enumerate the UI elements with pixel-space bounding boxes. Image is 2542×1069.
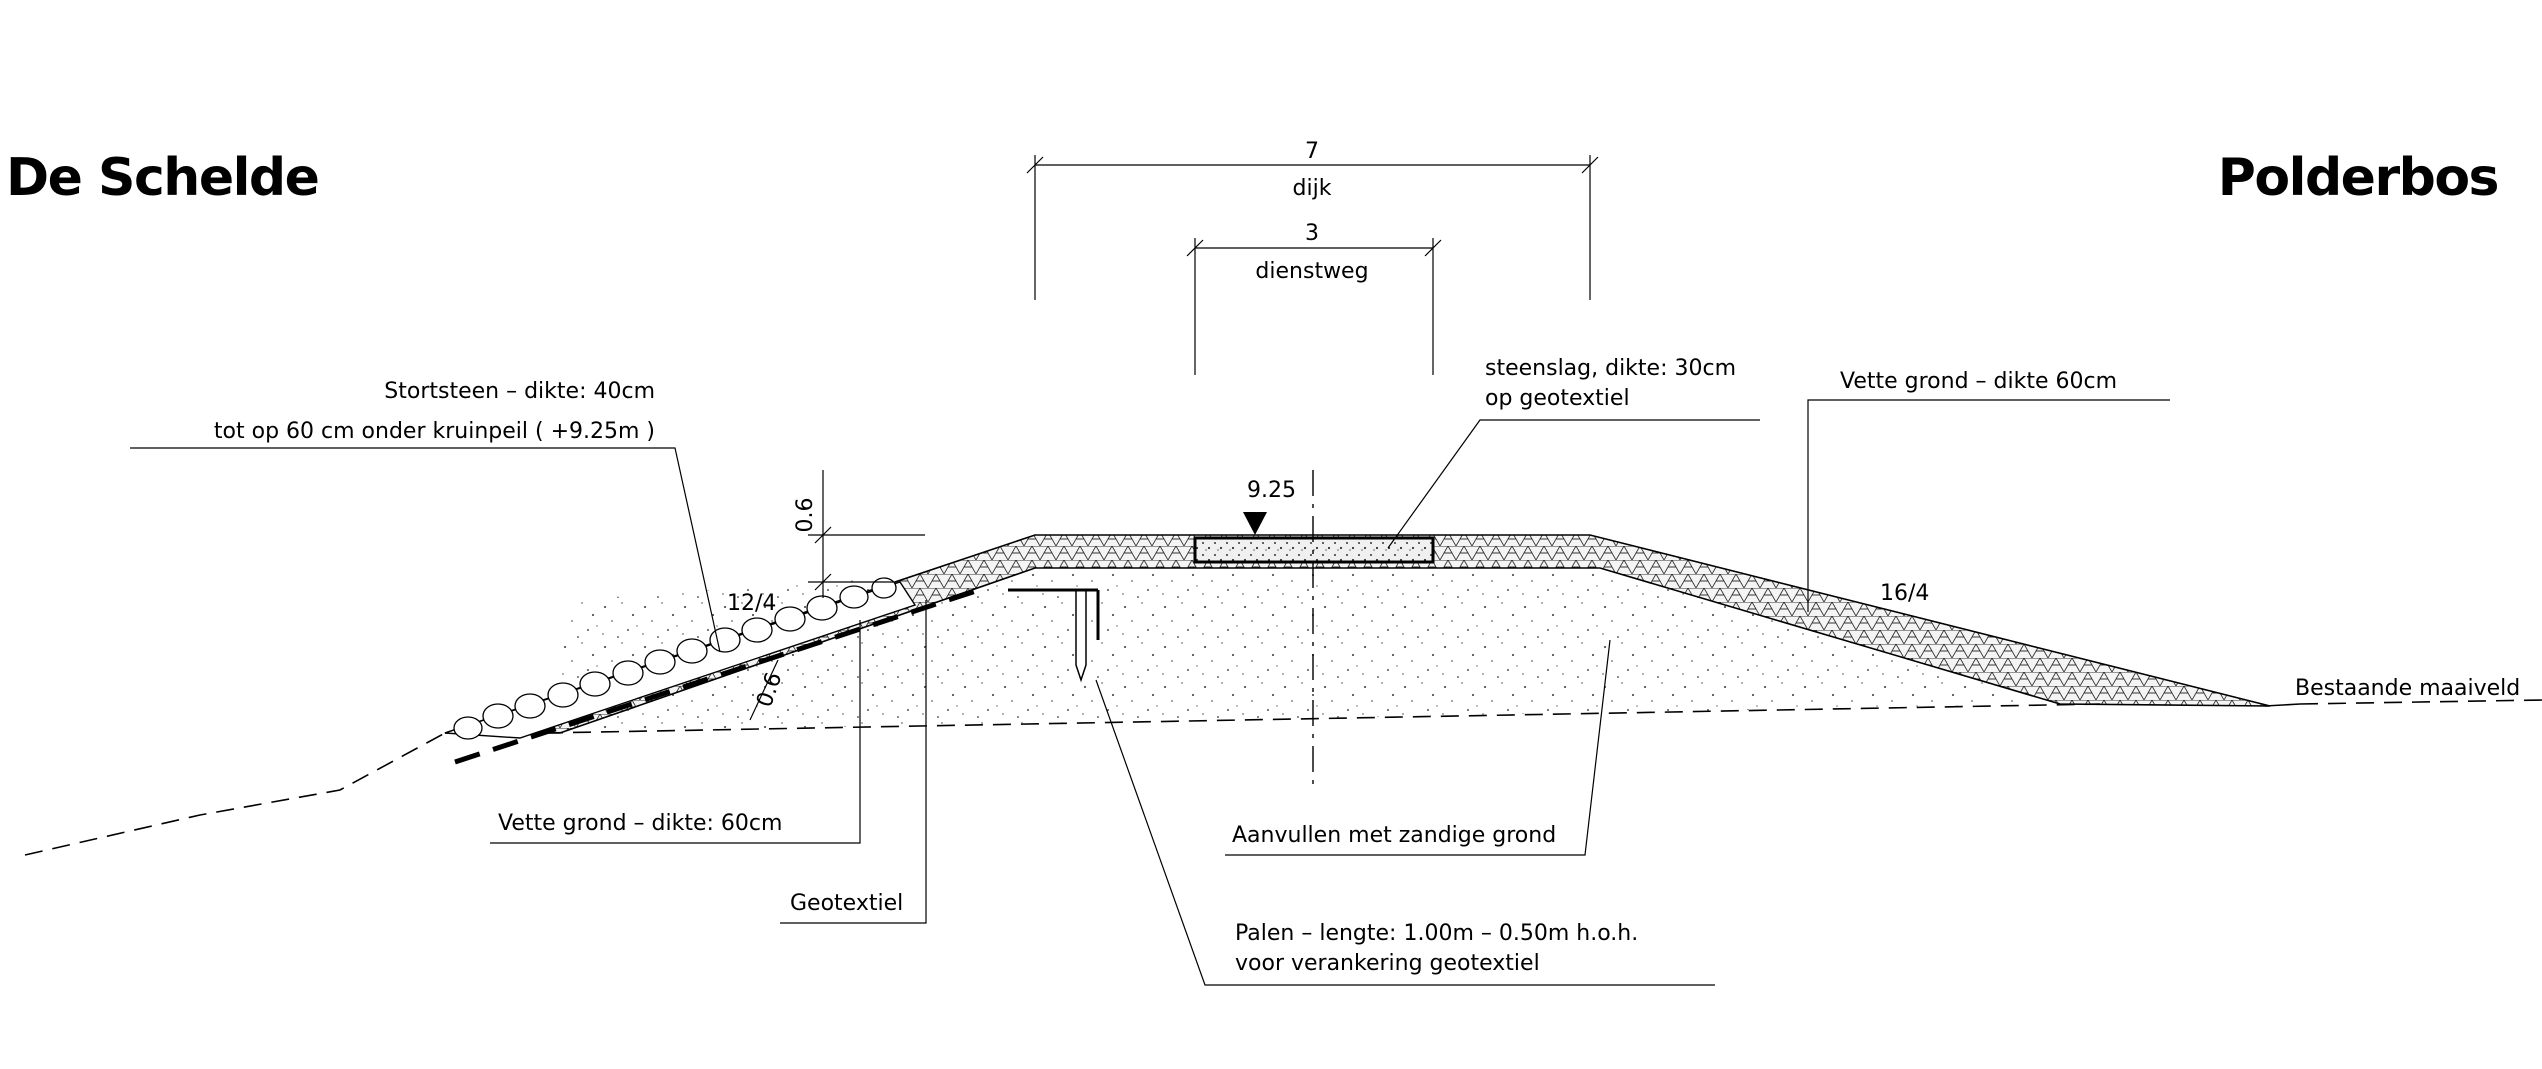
dim-geotextile-offset-line [749,659,779,721]
riprap-leader [130,447,721,653]
gravel-label-line1: steenslag, dikte: 30cm [1485,356,1736,381]
dim-dike-label: dijk [1293,176,1332,201]
dim-layer-height-value: 0.6 [793,498,818,533]
slope-left: 12/4 [727,591,776,616]
dim-layer-height-ticks [814,526,832,591]
pile-geotextile-piece [1008,588,1100,640]
piles-label-line1: Palen – lengte: 1.00m – 0.50m h.o.h. [1235,921,1638,946]
elevation-triangle [1243,512,1267,535]
existing-ground-label: Bestaande maaiveld [2295,676,2520,701]
fat-soil-left-label: Vette grond – dikte: 60cm [498,811,782,836]
dim-road-ticks [1186,239,1442,257]
dim-road-label: dienstweg [1255,259,1368,284]
right-side-title: Polderbos [2217,148,2500,208]
fat-soil-right-leader [1807,399,2170,612]
dim-road-line [1194,238,1434,375]
geotextile-label: Geotextiel [790,891,903,916]
sandy-fill-label: Aanvullen met zandige grond [1232,823,1556,848]
geotextile-line-left [454,585,986,765]
dim-road-value: 3 [1305,221,1319,246]
piles-label-line2: voor verankering geotextiel [1235,951,1540,976]
existing-ground-right [2264,703,2301,707]
fat-soil-left-leader [490,620,861,844]
riprap-label-line1: Stortsteen – dikte: 40cm [384,379,655,404]
dim-dike-value: 7 [1305,139,1319,164]
gravel-label-line2: op geotextiel [1485,386,1630,411]
dim-dike-ticks [1026,156,1599,174]
slope-right: 16/4 [1880,581,1929,606]
gravel-road-layer [1193,536,1435,564]
elevation-value: 9.25 [1247,478,1296,503]
anchor-pile [1075,589,1087,683]
existing-ground-right-dash [2299,699,2542,705]
piles-leader [1095,679,1715,986]
left-side-title: De Schelde [6,148,320,208]
sandy-fill-leader [1225,639,1611,856]
existing-ground-base [544,703,2101,734]
riprap-stones [453,577,897,740]
existing-ground-left [24,732,446,856]
gravel-leader [1387,419,1760,549]
geotextile-leader [780,600,927,924]
dim-dike-line [1034,155,1591,300]
riprap-label-line2: tot op 60 cm onder kruinpeil ( +9.25m ) [214,419,655,444]
fat-soil-right-label: Vette grond – dikte 60cm [1840,369,2117,394]
